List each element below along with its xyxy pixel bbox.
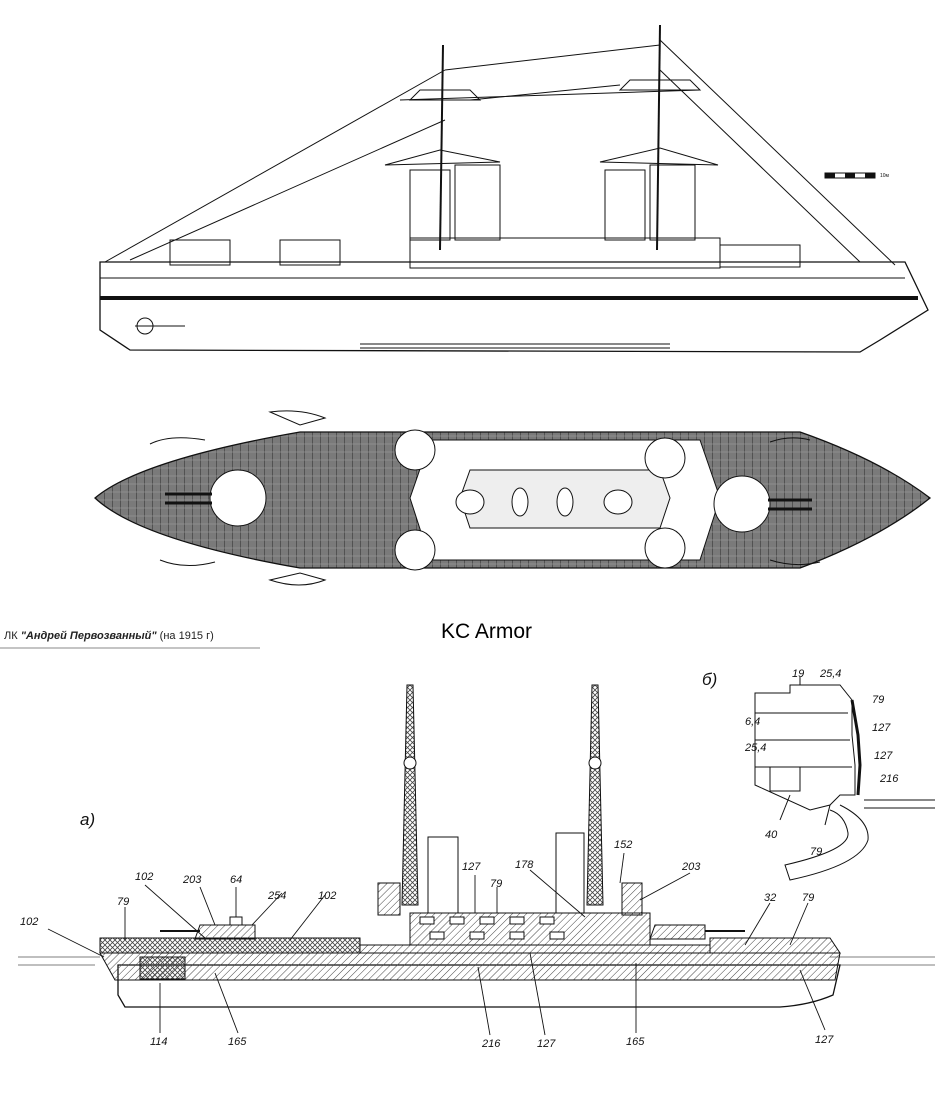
armor-scheme-drawing: а) б) 102 79 102 203 64 254 102 114 165 … [18,668,935,1050]
armor-label: 165 [626,1036,645,1048]
armor-label: 165 [228,1036,247,1048]
page-title: KC Armor [441,620,533,643]
section-label: 40 [765,829,778,841]
caption-underline [0,647,260,649]
armor-label: 216 [481,1038,501,1050]
section-label: 79 [872,694,884,706]
armor-label: 254 [267,890,286,902]
profile-view-label: а) [80,810,95,829]
armor-label: 152 [614,839,632,851]
armor-label: 32 [764,892,776,904]
armor-label: 127 [537,1038,556,1050]
armor-label: 64 [230,874,242,886]
drawing-caption: ЛК "Андрей Первозванный" (на 1915 г) [4,630,214,642]
armor-label: 203 [681,861,701,873]
section-label: 19 [792,668,804,680]
section-view-label: б) [702,670,717,689]
section-label: 127 [872,722,891,734]
caption-year-note: (на 1915 г) [159,630,214,642]
side-profile-drawing: 10м [99,24,929,353]
section-label: 79 [810,846,822,858]
section-label: 6,4 [745,716,760,728]
plan-view-drawing [94,410,932,586]
section-label: 25,4 [819,668,841,680]
section-label: 216 [879,773,899,785]
section-label: 25,4 [744,742,766,754]
armor-label: 102 [318,890,336,902]
armor-label: 79 [117,896,129,908]
armor-label: 203 [182,874,202,886]
armor-label: 178 [515,859,534,871]
scale-bar-label: 10м [880,173,890,179]
caption-ship-name: "Андрей Первозванный" [20,630,157,642]
armor-label: 127 [462,861,481,873]
section-label: 127 [874,750,893,762]
armor-label: 127 [815,1034,834,1046]
armor-label: 79 [490,878,502,890]
scale-bar: 10м [824,172,890,179]
armor-label: 79 [802,892,814,904]
armor-label: 102 [20,916,38,928]
armor-label: 114 [150,1036,168,1048]
armor-label: 102 [135,871,153,883]
caption-type-prefix: ЛК [4,630,18,642]
